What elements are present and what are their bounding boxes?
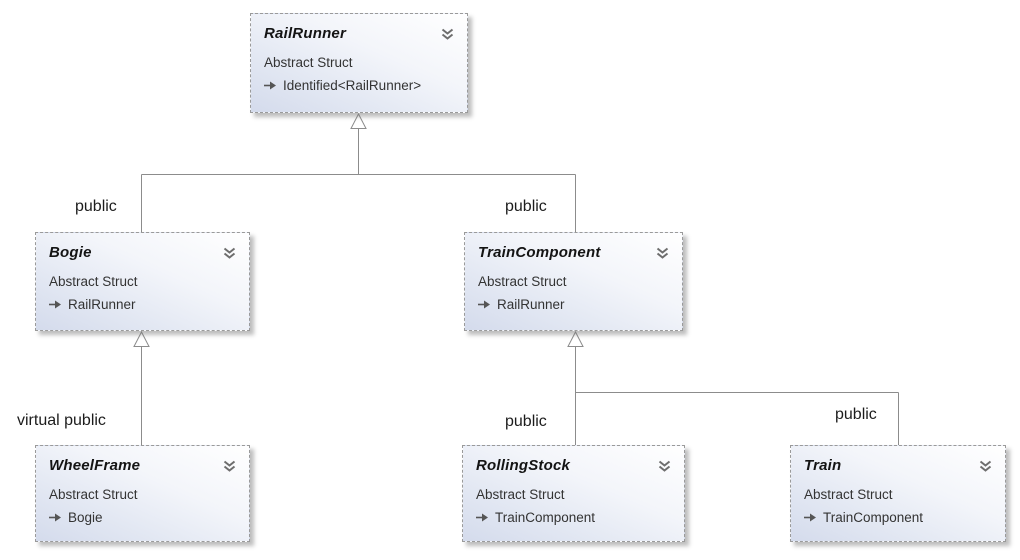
base-type-row: RailRunner [478, 293, 670, 316]
node-header: Train [804, 456, 993, 479]
base-type-name: Identified<RailRunner> [283, 78, 422, 93]
double-chevron-down-icon[interactable] [655, 246, 670, 266]
base-type-row: Identified<RailRunner> [264, 74, 455, 97]
class-stereotype: Abstract Struct [804, 487, 893, 502]
double-chevron-down-icon[interactable] [657, 459, 672, 479]
class-node-bogie[interactable]: Bogie Abstract Struct RailRunner [35, 232, 250, 331]
class-title: WheelFrame [49, 457, 141, 474]
node-header: RollingStock [476, 456, 672, 479]
class-node-wheelframe[interactable]: WheelFrame Abstract Struct Bogie [35, 445, 250, 542]
base-type-row: TrainComponent [804, 506, 993, 529]
node-header: Bogie [49, 243, 237, 266]
base-type-name: TrainComponent [823, 510, 924, 525]
class-stereotype: Abstract Struct [476, 487, 565, 502]
base-type-name: RailRunner [497, 297, 565, 312]
class-stereotype: Abstract Struct [264, 55, 353, 70]
edge-label-railrunner-to-traincomponent: public [505, 198, 547, 215]
class-node-traincomponent[interactable]: TrainComponent Abstract Struct RailRunne… [464, 232, 683, 331]
class-title: RailRunner [264, 25, 347, 42]
base-type-row: Bogie [49, 506, 237, 529]
right-arrow-icon [264, 80, 277, 91]
class-node-train[interactable]: Train Abstract Struct TrainComponent [790, 445, 1006, 542]
class-stereotype: Abstract Struct [49, 274, 138, 289]
edge-label-bogie-to-wheelframe: virtual public [17, 412, 106, 429]
double-chevron-down-icon[interactable] [440, 27, 455, 47]
right-arrow-icon [49, 512, 62, 523]
base-type-name: TrainComponent [495, 510, 596, 525]
node-header: RailRunner [264, 24, 455, 47]
base-type-row: RailRunner [49, 293, 237, 316]
class-title: Bogie [49, 244, 92, 261]
right-arrow-icon [478, 299, 491, 310]
right-arrow-icon [476, 512, 489, 523]
class-stereotype: Abstract Struct [49, 487, 138, 502]
double-chevron-down-icon[interactable] [222, 459, 237, 479]
class-node-railrunner[interactable]: RailRunner Abstract Struct Identified<Ra… [250, 13, 468, 113]
class-title: TrainComponent [478, 244, 601, 261]
inheritance-triangle-railrunner [350, 112, 367, 129]
inheritance-triangle-traincomponent [567, 330, 584, 347]
base-type-name: RailRunner [68, 297, 136, 312]
class-title: Train [804, 457, 842, 474]
base-type-row: TrainComponent [476, 506, 672, 529]
inheritance-triangle-bogie [133, 330, 150, 347]
class-title: RollingStock [476, 457, 571, 474]
edge-label-traincomponent-to-train: public [835, 406, 877, 423]
class-node-rollingstock[interactable]: RollingStock Abstract Struct TrainCompon… [462, 445, 685, 542]
double-chevron-down-icon[interactable] [222, 246, 237, 266]
class-stereotype: Abstract Struct [478, 274, 567, 289]
edge-label-railrunner-to-bogie: public [75, 198, 117, 215]
node-header: TrainComponent [478, 243, 670, 266]
node-header: WheelFrame [49, 456, 237, 479]
right-arrow-icon [49, 299, 62, 310]
right-arrow-icon [804, 512, 817, 523]
double-chevron-down-icon[interactable] [978, 459, 993, 479]
base-type-name: Bogie [68, 510, 103, 525]
edge-label-traincomponent-to-rollingstock: public [505, 413, 547, 430]
